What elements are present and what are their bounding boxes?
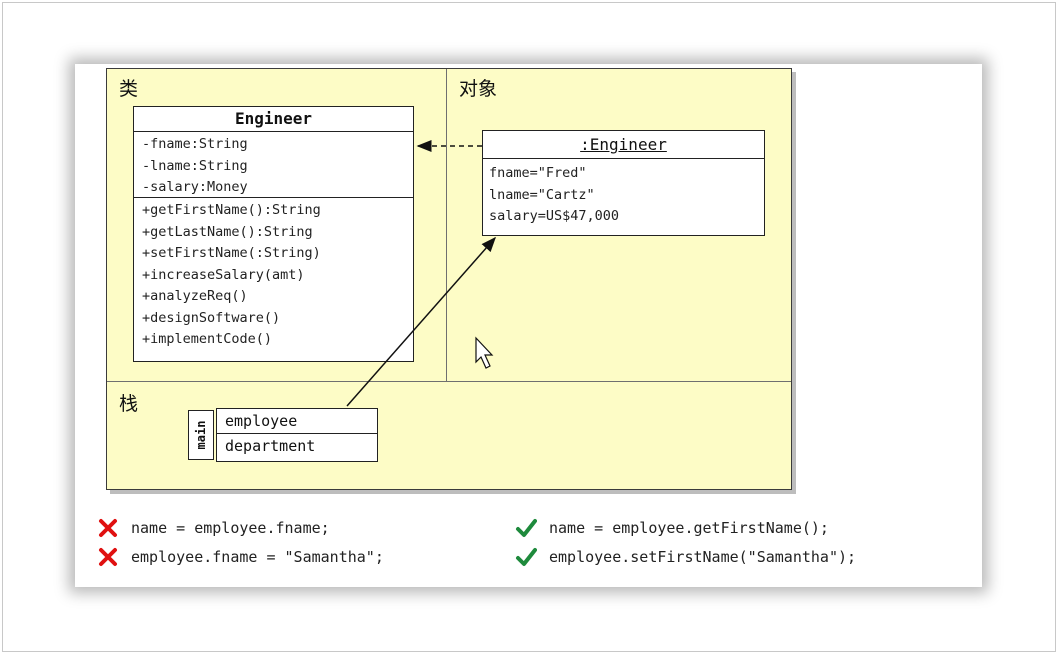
right-example-1: name = employee.getFirstName(); bbox=[515, 517, 829, 539]
class-region-label: 类 bbox=[119, 78, 139, 100]
class-operation: +analyzeReq() bbox=[142, 288, 248, 304]
reference-arrow bbox=[346, 236, 496, 407]
class-operations: +getFirstName():String +getLastName():St… bbox=[134, 198, 413, 351]
class-attributes: -fname:String -lname:String -salary:Mone… bbox=[134, 132, 413, 198]
engineer-class-box: Engineer -fname:String -lname:String -sa… bbox=[133, 106, 414, 362]
object-title: :Engineer bbox=[483, 131, 764, 159]
wrong-example-1: name = employee.fname; bbox=[97, 517, 330, 539]
stack-region-label: 栈 bbox=[119, 393, 139, 415]
object-field: salary=US$47,000 bbox=[489, 208, 620, 224]
engineer-object-box: :Engineer fname="Fred" lname="Cartz" sal… bbox=[482, 130, 765, 236]
right-code: name = employee.getFirstName(); bbox=[549, 519, 829, 537]
wrong-example-2: employee.fname = "Samantha"; bbox=[97, 546, 384, 568]
stack-variable: employee bbox=[217, 409, 377, 434]
heap-stack-divider bbox=[107, 381, 791, 382]
object-region-label: 对象 bbox=[459, 78, 498, 100]
cross-mark-icon bbox=[99, 548, 117, 566]
object-field: fname="Fred" bbox=[489, 165, 587, 181]
class-operation: +increaseSalary(amt) bbox=[142, 266, 305, 283]
class-operation: +implementCode() bbox=[142, 331, 273, 347]
stack-frame-label: main bbox=[188, 410, 214, 460]
class-operation: +getFirstName():String bbox=[142, 202, 321, 218]
check-mark-icon bbox=[516, 548, 537, 566]
wrong-code: employee.fname = "Samantha"; bbox=[131, 548, 384, 566]
right-example-2: employee.setFirstName("Samantha"); bbox=[515, 546, 856, 568]
stack-variable: department bbox=[225, 437, 316, 455]
class-operation: +setFirstName(:String) bbox=[142, 245, 321, 261]
class-operation: +getLastName():String bbox=[142, 223, 313, 240]
check-mark-icon bbox=[516, 519, 537, 537]
class-title: Engineer bbox=[134, 107, 413, 132]
class-attribute: -salary:Money bbox=[142, 179, 248, 195]
class-attribute: -lname:String bbox=[142, 157, 248, 174]
class-operation: +designSoftware() bbox=[142, 309, 281, 326]
right-code: employee.setFirstName("Samantha"); bbox=[549, 548, 857, 566]
class-attribute: -fname:String bbox=[142, 136, 248, 152]
object-field: lname="Cartz" bbox=[489, 186, 595, 203]
wrong-code: name = employee.fname; bbox=[131, 519, 330, 537]
mouse-cursor-icon bbox=[475, 336, 494, 369]
cross-mark-icon bbox=[99, 519, 117, 537]
object-fields: fname="Fred" lname="Cartz" salary=US$47,… bbox=[483, 159, 764, 228]
class-object-divider bbox=[446, 69, 447, 382]
stack-frame: employee department bbox=[216, 408, 378, 462]
